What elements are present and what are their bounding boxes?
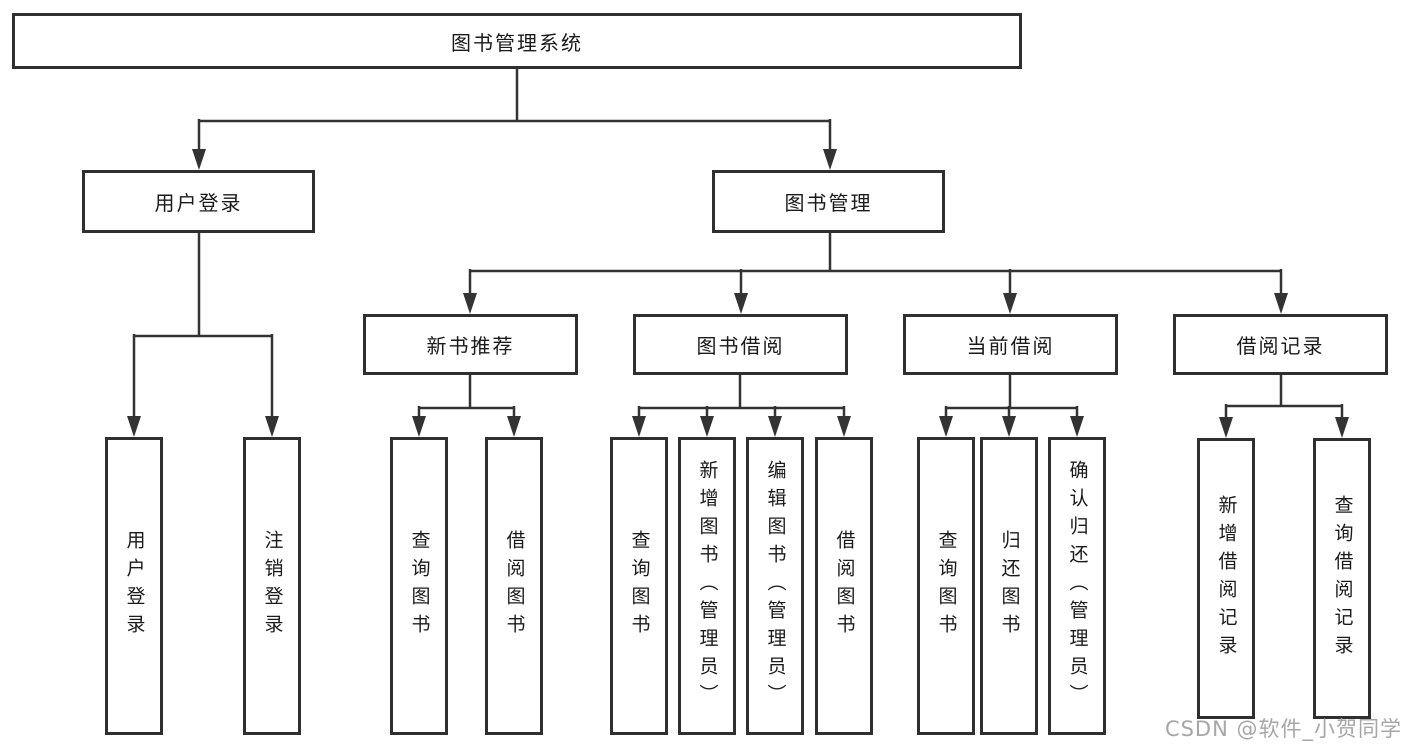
leaf-query-books-current: 查询图书 (917, 437, 975, 735)
leaf-add-borrow-record: 新增借阅记录 (1197, 438, 1255, 719)
leaf-edit-books-admin: 编辑图书（管理员） (746, 437, 804, 735)
leaf-borrow-books: 借阅图书 (815, 437, 873, 735)
arrowhead (768, 416, 782, 437)
leaf-label: 归还图书 (998, 530, 1021, 642)
leaf-query-books-borrowing: 查询图书 (610, 437, 668, 735)
arrowhead (734, 293, 748, 314)
arrowhead (507, 416, 521, 437)
arrowhead (939, 416, 953, 437)
leaf-label: 查询图书 (628, 530, 651, 642)
leaf-logout: 注销登录 (243, 437, 301, 735)
leaf-query-borrow-record: 查询借阅记录 (1313, 438, 1371, 719)
leaf-query-books-recommend: 查询图书 (390, 437, 448, 735)
leaf-label: 借阅图书 (503, 530, 526, 642)
arrowhead (1003, 293, 1017, 314)
arrowhead (823, 149, 837, 170)
leaf-label: 查询图书 (935, 530, 958, 642)
leaf-borrow-books-recommend: 借阅图书 (485, 437, 543, 735)
arrowhead (463, 293, 477, 314)
leaf-label: 确认归还（管理员） (1066, 460, 1089, 712)
leaf-label: 用户登录 (123, 530, 146, 642)
node-current-borrowing: 当前借阅 (903, 314, 1118, 375)
node-root: 图书管理系统 (12, 13, 1022, 69)
leaf-return-books: 归还图书 (980, 437, 1038, 735)
arrowhead (700, 416, 714, 437)
arrowhead (837, 416, 851, 437)
leaf-label: 注销登录 (261, 530, 284, 642)
leaf-confirm-return-admin: 确认归还（管理员） (1048, 437, 1106, 735)
leaf-label: 新增图书（管理员） (696, 460, 719, 712)
arrowhead (1002, 416, 1016, 437)
leaf-user-login: 用户登录 (105, 437, 163, 735)
arrowhead (632, 416, 646, 437)
leaf-label: 新增借阅记录 (1215, 494, 1238, 663)
arrowhead (1335, 417, 1349, 438)
node-user-login-branch: 用户登录 (82, 170, 315, 233)
arrowhead (1219, 417, 1233, 438)
leaf-label: 查询借阅记录 (1331, 494, 1354, 663)
leaf-label: 编辑图书（管理员） (764, 460, 787, 712)
node-book-borrowing: 图书借阅 (633, 314, 848, 375)
node-book-management-branch: 图书管理 (712, 170, 945, 233)
arrowhead (127, 416, 141, 437)
leaf-label: 查询图书 (408, 530, 431, 642)
node-borrowing-records: 借阅记录 (1173, 314, 1388, 375)
arrowhead (412, 416, 426, 437)
arrowhead (1070, 416, 1084, 437)
leaf-label: 借阅图书 (833, 530, 856, 642)
watermark: CSDN @软件_小贺同学 (1164, 717, 1402, 741)
node-new-book-recommendation: 新书推荐 (363, 314, 578, 375)
arrowhead (192, 149, 206, 170)
arrowhead (265, 416, 279, 437)
arrowhead (1274, 293, 1288, 314)
leaf-add-books-admin: 新增图书（管理员） (678, 437, 736, 735)
